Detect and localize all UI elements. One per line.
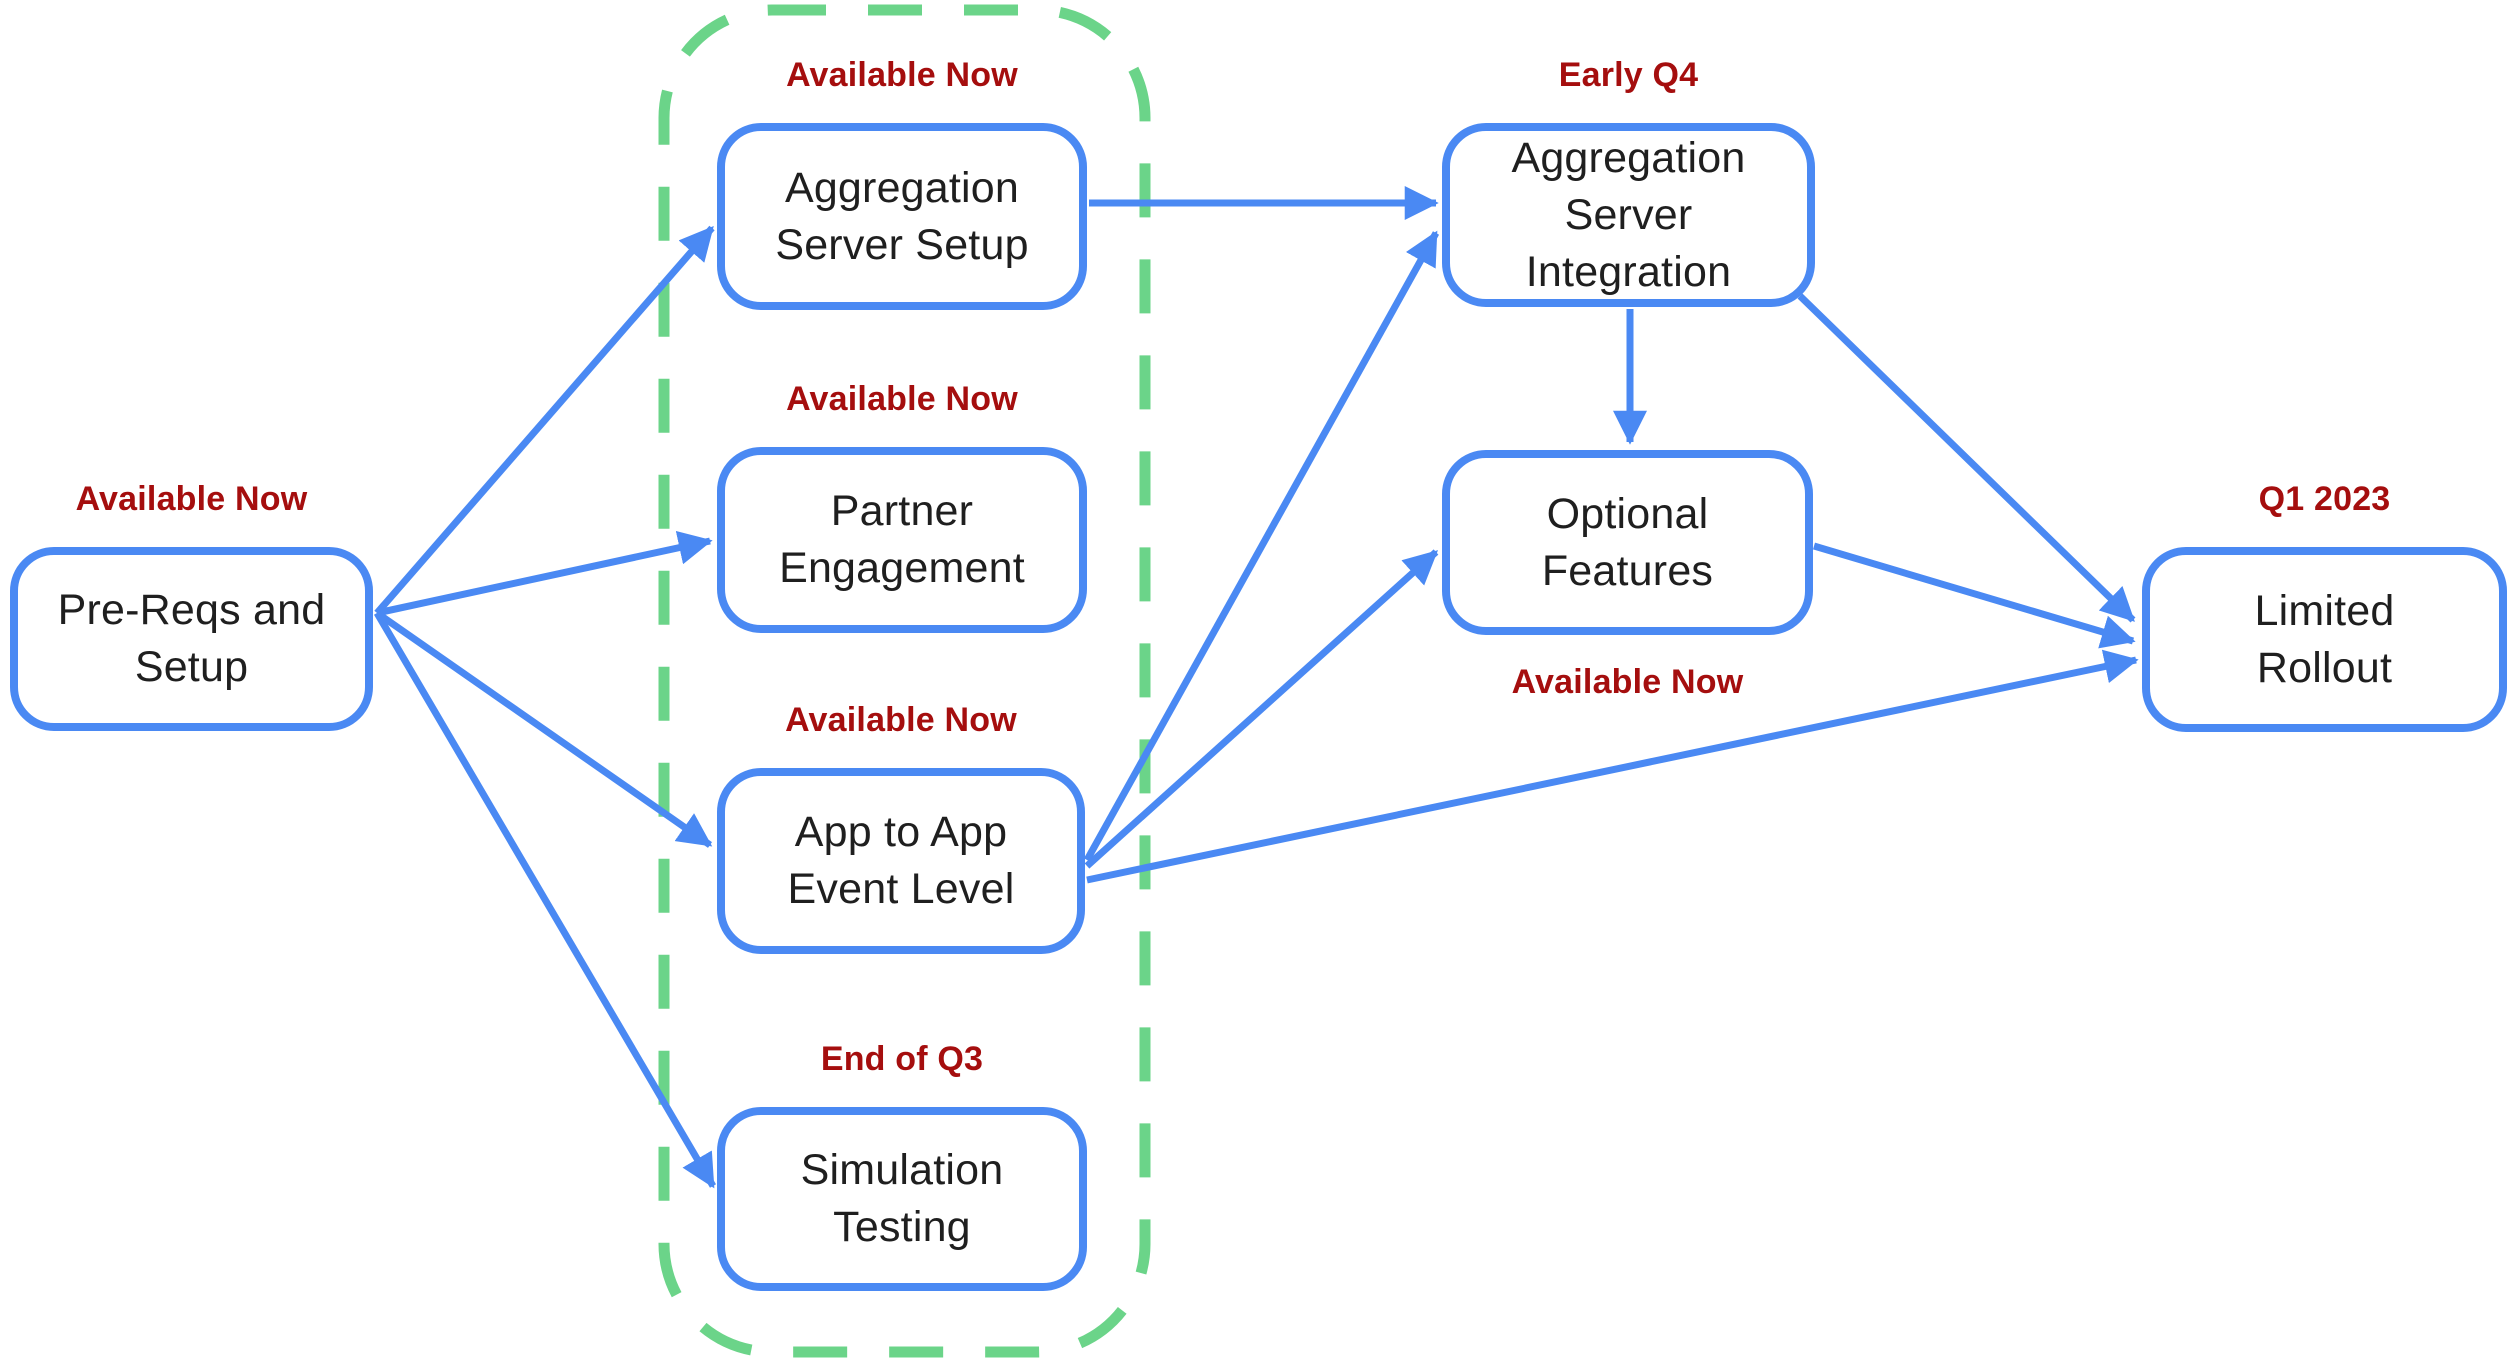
node-aggregation-server-integration: Aggregation Server Integration	[1442, 123, 1815, 307]
node-label: Simulation Testing	[800, 1146, 1004, 1251]
node-app-to-app-event-level: App to App Event Level	[717, 768, 1085, 954]
arrow-optional-features-to-limited-rollout	[1813, 542, 2136, 649]
node-pre-reqs-and-setup: Pre-Reqs and Setup	[10, 547, 373, 731]
arrow-app-to-app-to-aggregation-server-integration	[1083, 230, 1440, 862]
node-label: App to App Event Level	[787, 808, 1015, 913]
status-label-aggregation-server-integration: Early Q4	[1558, 56, 1699, 94]
arrow-prereqs-to-aggregation-server-setup	[374, 225, 715, 616]
node-label: Aggregation Server Setup	[775, 163, 1029, 269]
node-optional-features: Optional Features	[1442, 450, 1813, 635]
status-label-simulation-testing: End of Q3	[820, 1040, 984, 1078]
status-label-aggregation-server-setup: Available Now	[786, 56, 1018, 94]
arrow-app-to-app-to-optional-features	[1084, 549, 1439, 869]
arrow-prereqs-to-app-to-app-event-level	[374, 610, 713, 848]
available-now-group-outline	[658, 4, 1151, 1358]
node-label: Limited Rollout	[2254, 586, 2395, 692]
node-label: Partner Engagement	[779, 487, 1025, 592]
node-aggregation-server-setup: Aggregation Server Setup	[717, 123, 1087, 310]
arrow-app-to-app-to-limited-rollout	[1086, 649, 2139, 884]
arrow-prereqs-to-partner-engagement	[376, 530, 713, 617]
node-label: Optional Features	[1541, 489, 1714, 595]
arrow-prereqs-to-simulation-testing	[373, 611, 717, 1189]
status-label-limited-rollout: Q1 2023	[2258, 480, 2391, 518]
node-simulation-testing: Simulation Testing	[717, 1107, 1087, 1291]
status-label-prereqs: Available Now	[75, 480, 308, 518]
node-label: Aggregation Server Integration	[1511, 133, 1746, 296]
node-label: Pre-Reqs and Setup	[57, 586, 326, 691]
status-label-partner-engagement: Available Now	[786, 380, 1018, 418]
arrow-aggregation-server-integration-to-limited-rollout	[1797, 293, 2136, 623]
node-limited-rollout: Limited Rollout	[2142, 547, 2507, 732]
status-label-app-to-app: Available Now	[785, 701, 1017, 739]
node-partner-engagement: Partner Engagement	[717, 447, 1087, 633]
status-label-optional-features: Available Now	[1511, 663, 1744, 701]
